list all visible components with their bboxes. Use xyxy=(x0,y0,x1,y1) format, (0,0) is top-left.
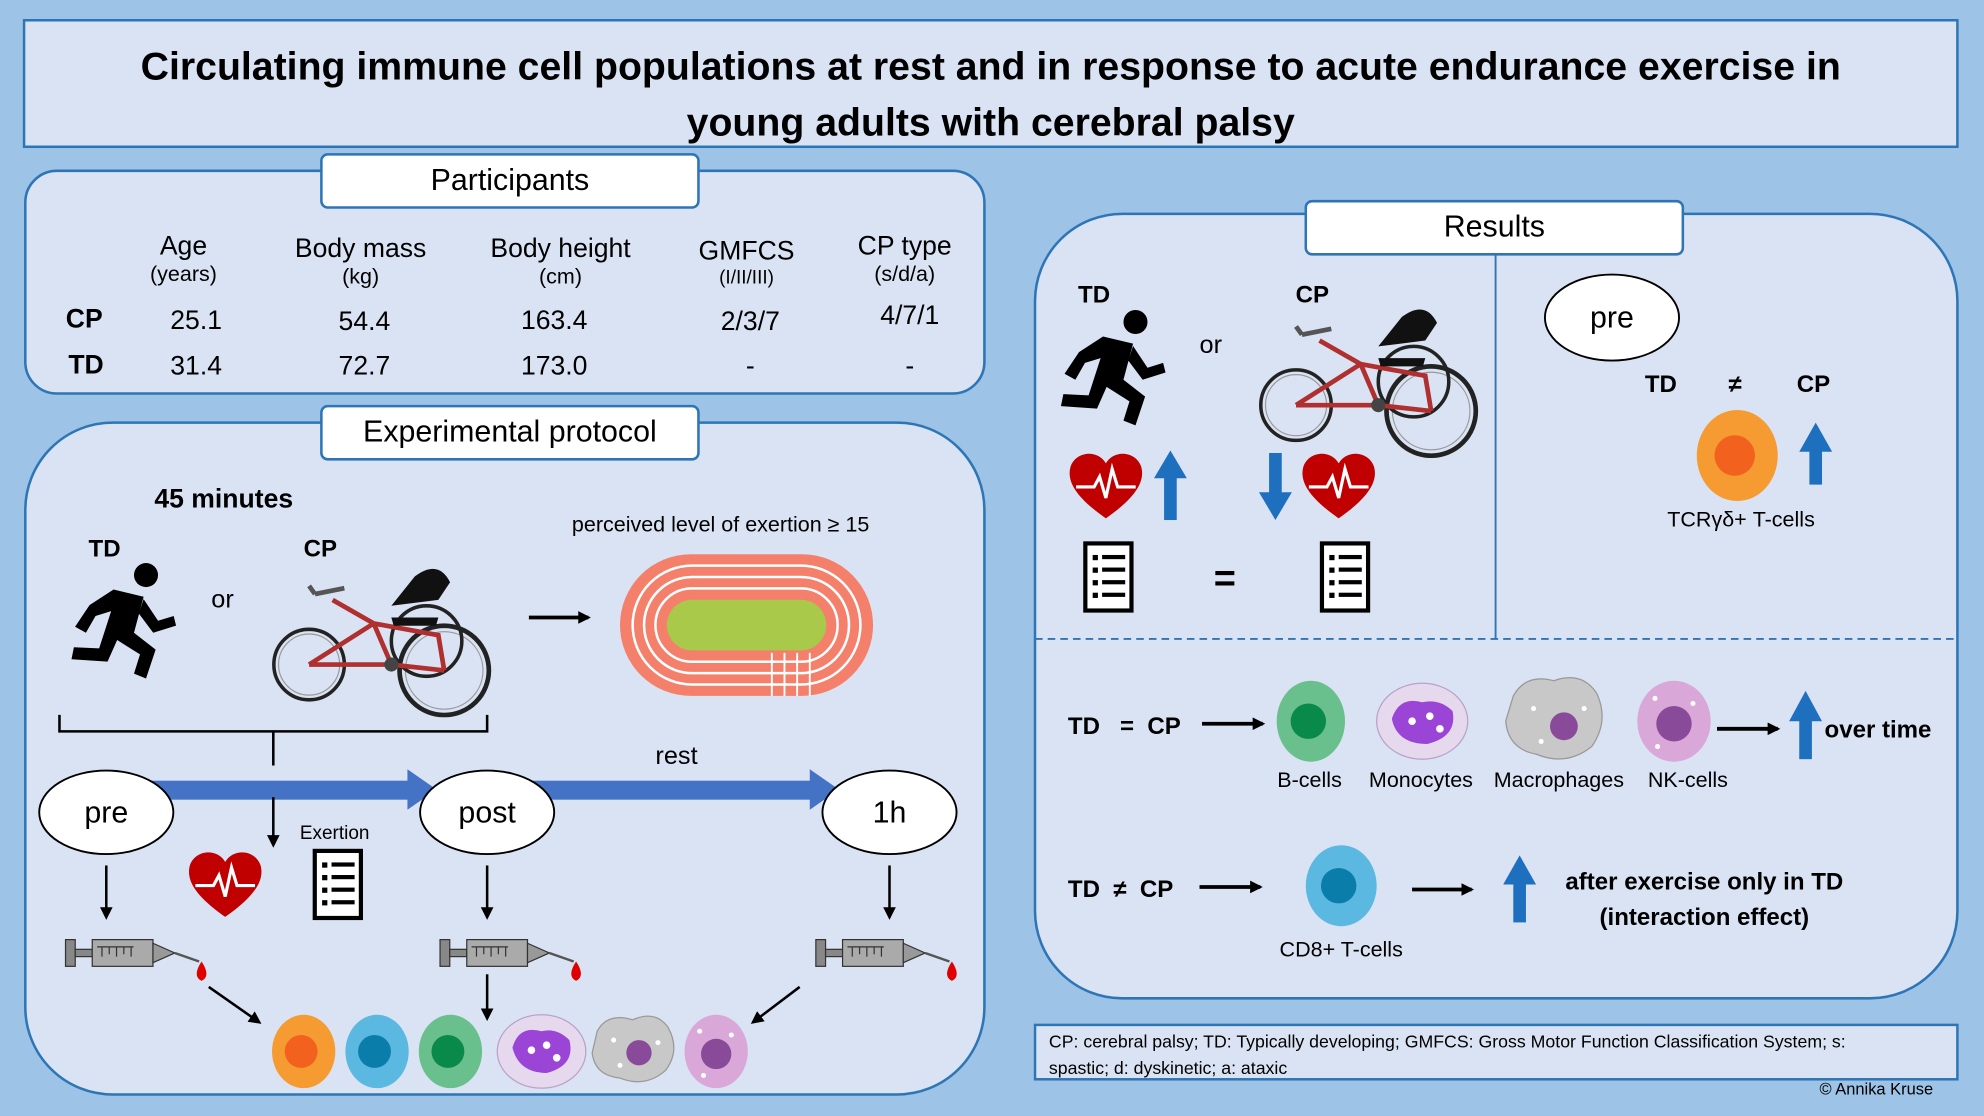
syringe-1h-icon xyxy=(814,938,958,983)
b-cell-icon xyxy=(418,1014,483,1089)
syringe-post-icon xyxy=(438,938,583,983)
monocytes-label: Monocytes xyxy=(1369,768,1473,792)
b-cells-label: B-cells xyxy=(1277,768,1342,792)
copyright: © Annika Kruse xyxy=(1819,1079,1934,1099)
col-body-height: Body height (cm) xyxy=(490,234,631,289)
results-td-label: TD xyxy=(1078,281,1110,308)
protocol-duration: 45 minutes xyxy=(154,483,293,513)
timeline-arrow-pre-post xyxy=(151,769,437,810)
timepoint-pre xyxy=(38,769,175,856)
monocyte-icon xyxy=(496,1014,587,1089)
arrow-up-over-time-icon xyxy=(1789,690,1823,760)
results-nk-cell-icon xyxy=(1637,680,1711,762)
arrow-pre-cells xyxy=(208,985,262,1024)
rest-label: rest xyxy=(655,742,697,770)
results-pre-cp: CP xyxy=(1797,371,1830,398)
col-cp-type: CP type (s/d/a) xyxy=(857,231,952,286)
cell-cp-mass: 54.4 xyxy=(338,307,391,337)
row-label-cp: CP xyxy=(65,304,103,335)
cell-td-height: 173.0 xyxy=(520,351,588,381)
cd8-cell-icon xyxy=(345,1014,409,1089)
nk-cell-icon xyxy=(684,1014,748,1089)
cd8-label: CD8+ T-cells xyxy=(1280,938,1403,962)
results-b-cell-icon xyxy=(1276,680,1346,762)
tcr-cell-icon xyxy=(272,1014,336,1089)
questionnaire-icon xyxy=(315,851,361,918)
results-heart-td-icon xyxy=(1068,452,1144,520)
cell-cp-height: 163.4 xyxy=(520,306,588,336)
runner-icon xyxy=(71,563,177,679)
row2-result-line2: (interaction effect) xyxy=(1600,904,1810,931)
recumbent-trike-icon xyxy=(274,569,489,715)
arrow-up-tcr-icon xyxy=(1799,422,1833,485)
row2-result-line1: after exercise only in TD xyxy=(1565,869,1843,896)
timepoint-pre-label: pre xyxy=(84,796,128,829)
results-cd8-cell-icon xyxy=(1305,845,1377,927)
timepoint-post xyxy=(419,769,556,856)
title-banner: Circulating immune cell populations at r… xyxy=(22,18,1959,149)
cell-cp-gmfcs: 2/3/7 xyxy=(720,307,780,337)
running-track-icon xyxy=(619,554,874,696)
syringe-pre-icon xyxy=(64,938,208,983)
macrophages-label: Macrophages xyxy=(1494,768,1624,792)
results-pre-bubble xyxy=(1543,273,1681,362)
arrow-down-hr-cp-icon xyxy=(1258,452,1292,521)
protocol-cp-label: CP xyxy=(304,536,337,563)
protocol-heading: Experimental protocol xyxy=(320,404,700,461)
row1-comparison: TD = CP xyxy=(1068,713,1181,740)
results-monocyte-icon xyxy=(1376,682,1469,760)
nk-cells-label: NK-cells xyxy=(1648,768,1728,792)
results-form-td-icon xyxy=(1085,543,1131,610)
footnote: CP: cerebral palsy; TD: Typically develo… xyxy=(1033,1023,1959,1081)
row2-comparison: TD ≠ CP xyxy=(1068,876,1173,903)
heart-rate-icon xyxy=(187,850,264,919)
results-form-cp-icon xyxy=(1322,543,1368,610)
macrophage-icon xyxy=(591,1015,675,1083)
exertion-criterion: perceived level of exertion ≥ 15 xyxy=(572,512,869,536)
results-cp-label: CP xyxy=(1296,281,1329,308)
results-trike-icon xyxy=(1261,309,1476,455)
cell-td-gmfcs: - xyxy=(745,351,755,381)
col-body-mass: Body mass (kg) xyxy=(294,234,427,289)
cell-cp-type: 4/7/1 xyxy=(880,301,940,331)
cell-td-mass: 72.7 xyxy=(338,351,391,381)
results-pre-label: pre xyxy=(1590,302,1634,335)
timeline-arrow-post-1h xyxy=(528,769,839,810)
exertion-label: Exertion xyxy=(300,823,370,844)
row-label-td: TD xyxy=(68,350,104,380)
results-equals: = xyxy=(1214,558,1236,600)
timepoint-1h xyxy=(821,769,958,856)
results-macrophage-icon xyxy=(1505,677,1603,760)
tcr-label: TCRγδ+ T-cells xyxy=(1667,507,1815,531)
protocol-td-label: TD xyxy=(89,536,121,563)
arrow-up-hr-td-icon xyxy=(1153,450,1187,521)
results-pre-not-equal: ≠ xyxy=(1728,371,1741,398)
protocol-panel xyxy=(24,421,986,1096)
activity-bracket xyxy=(58,714,489,766)
results-runner-icon xyxy=(1060,309,1166,426)
cell-td-age: 31.4 xyxy=(170,351,222,381)
arrow-up-cd8-icon xyxy=(1503,855,1537,923)
results-tcr-cell-icon xyxy=(1696,409,1778,502)
page-title: Circulating immune cell populations at r… xyxy=(140,44,1841,145)
arrow-1h-cells xyxy=(750,985,801,1024)
col-age: Age (years) xyxy=(149,231,217,286)
cell-td-type: - xyxy=(905,351,915,381)
protocol-or-label: or xyxy=(211,585,234,613)
results-heading: Results xyxy=(1304,199,1685,256)
results-heart-cp-icon xyxy=(1300,452,1377,520)
timepoint-1h-label: 1h xyxy=(873,796,907,829)
results-or-label: or xyxy=(1200,331,1223,359)
results-pre-td: TD xyxy=(1645,371,1677,398)
timepoint-post-label: post xyxy=(458,796,516,829)
participants-heading: Participants xyxy=(320,153,700,209)
cell-cp-age: 25.1 xyxy=(170,306,222,336)
over-time-label: over time xyxy=(1825,717,1932,744)
col-gmfcs: GMFCS (I/II/III) xyxy=(698,236,795,289)
